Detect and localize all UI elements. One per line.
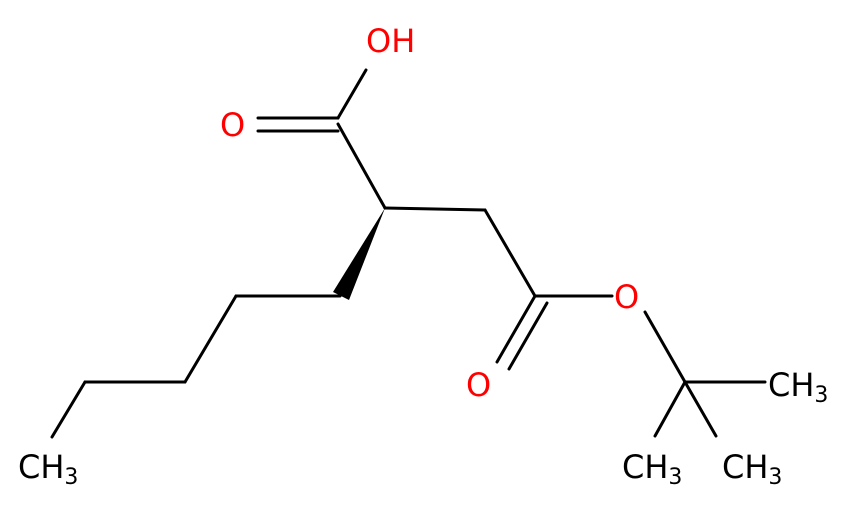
tbu-right-main: CH: [768, 366, 814, 404]
bond-tbu-bottom-left: [653, 380, 687, 438]
bond-ester-c-to-o-double-a: [495, 294, 537, 364]
atom-label-butyl-ch3: CH3: [18, 448, 78, 490]
tbu-right-sub: 3: [814, 383, 828, 408]
atom-label-tbu-ch3-bottom-right: CH3: [722, 448, 782, 490]
bond-butyl-4: [50, 380, 87, 439]
atom-label-acid-carbonyl-o: O: [220, 106, 245, 144]
bond-acid-c-to-oh: [336, 68, 368, 120]
atom-label-tbu-ch3-bottom-left: CH3: [622, 448, 682, 490]
bond-butyl-2: [183, 294, 238, 384]
tbu-bottom-right-sub: 3: [768, 465, 782, 490]
butyl-ch3-sub: 3: [64, 465, 78, 490]
tbu-bottom-left-main: CH: [622, 448, 668, 486]
atom-label-tbu-ch3-right: CH3: [768, 366, 828, 408]
bond-tbu-bottom-right: [683, 380, 718, 438]
atom-label-ester-o: O: [614, 278, 639, 316]
bond-o-to-quaternary-c: [643, 310, 687, 384]
butyl-ch3-main: CH: [18, 448, 64, 486]
atom-label-oh: OH: [366, 22, 415, 60]
atom-label-ester-carbonyl-o: O: [466, 366, 491, 404]
bond-ester-c-to-o-double-b: [507, 301, 549, 371]
stereo-wedge: [333, 208, 385, 300]
tbu-bottom-left-sub: 3: [668, 465, 682, 490]
tbu-bottom-right-main: CH: [722, 448, 768, 486]
bond-alpha-to-ch2: [383, 206, 487, 212]
bond-acid-c-to-alpha: [336, 122, 387, 210]
bond-ch2-to-ester-c: [483, 208, 537, 298]
